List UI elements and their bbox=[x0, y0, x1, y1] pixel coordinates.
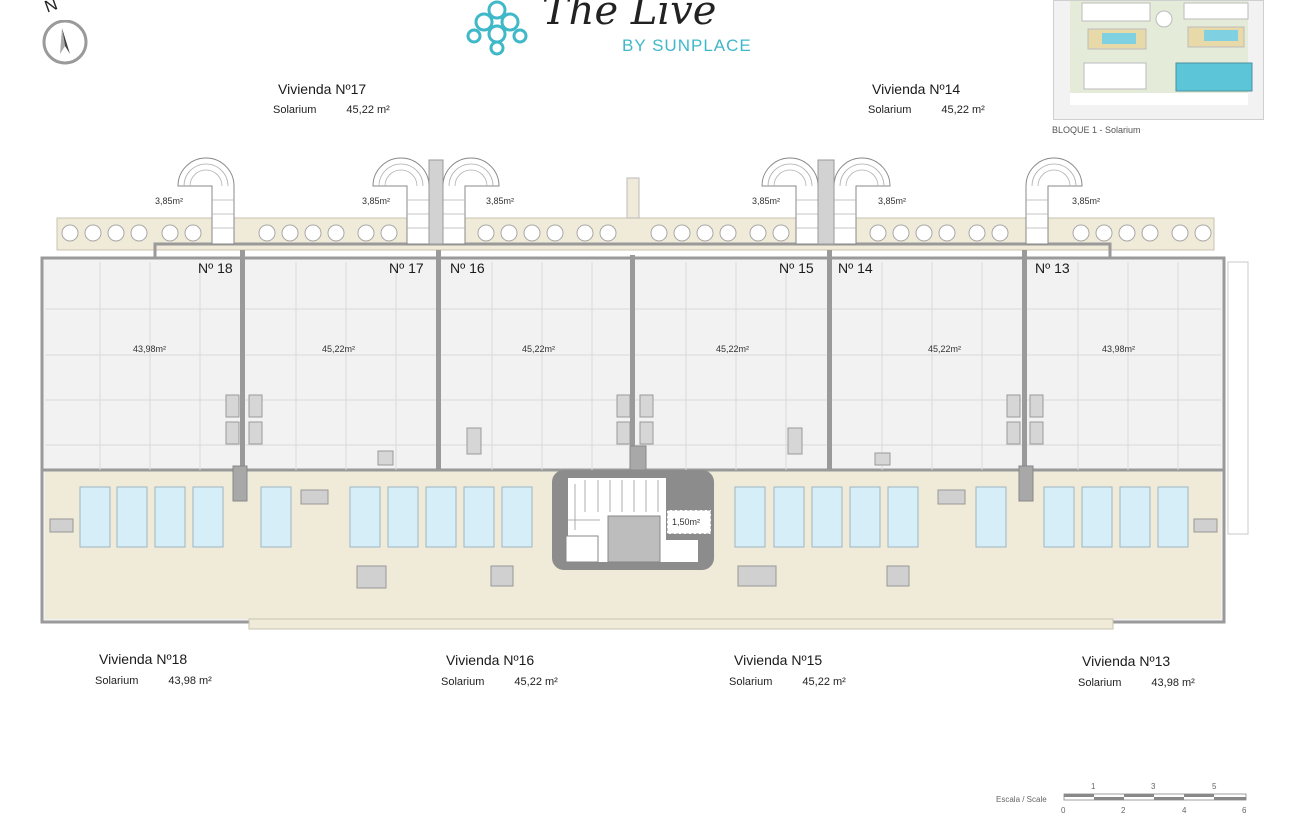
stair-area-14: 3,85m² bbox=[878, 196, 907, 206]
scale-tick-6: 6 bbox=[1242, 806, 1247, 815]
scale-label: Escala / Scale bbox=[996, 795, 1047, 804]
scale-tick-3: 3 bbox=[1151, 782, 1156, 791]
brand-logo-icon bbox=[466, 0, 528, 56]
stair-area-18: 3,85m² bbox=[155, 196, 184, 206]
unit-area-16: 45,22m² bbox=[522, 344, 556, 354]
stair-area-15: 3,85m² bbox=[752, 196, 781, 206]
core-area: 1,50m² bbox=[672, 517, 701, 527]
party-walls bbox=[240, 250, 1027, 470]
scale-tick-1: 1 bbox=[1091, 782, 1096, 791]
key-plan bbox=[1053, 0, 1264, 120]
dwelling-18-title: Vivienda Nº18 bbox=[99, 651, 188, 667]
unit-number-15: Nº 15 bbox=[779, 260, 814, 276]
vent-shaft bbox=[626, 177, 640, 219]
stair-area-17: 3,85m² bbox=[362, 196, 391, 206]
stair-area-13: 3,85m² bbox=[1072, 196, 1101, 206]
unit-number-14: Nº 14 bbox=[838, 260, 873, 276]
scale-tick-2: 2 bbox=[1121, 806, 1126, 815]
unit-number-13: Nº 13 bbox=[1035, 260, 1070, 276]
brand-title: The Live bbox=[542, 0, 717, 34]
unit-area-17: 45,22m² bbox=[322, 344, 356, 354]
unit-number-18: Nº 18 bbox=[198, 260, 233, 276]
unit-area-13: 43,98m² bbox=[1102, 344, 1136, 354]
scale-tick-0: 0 bbox=[1061, 806, 1066, 815]
lower-edge-band bbox=[248, 618, 1114, 630]
compass-icon bbox=[42, 19, 88, 65]
stair-area-16: 3,85m² bbox=[486, 196, 515, 206]
scale-bar bbox=[1063, 793, 1247, 801]
dwelling-17-title: Vivienda Nº17 bbox=[278, 81, 367, 97]
unit-area-14: 45,22m² bbox=[928, 344, 962, 354]
unit-number-17: Nº 17 bbox=[389, 260, 424, 276]
spiral-stairs bbox=[177, 157, 1083, 245]
plunge-pools bbox=[79, 486, 1189, 548]
unit-area-18: 43,98m² bbox=[133, 344, 167, 354]
dwelling-14-title: Vivienda Nº14 bbox=[872, 81, 961, 97]
unit-area-15: 45,22m² bbox=[716, 344, 750, 354]
dwelling-16-title: Vivienda Nº16 bbox=[446, 652, 535, 668]
scale-tick-5: 5 bbox=[1212, 782, 1217, 791]
side-strip bbox=[1227, 261, 1249, 535]
planters bbox=[61, 224, 1212, 242]
key-plan-map bbox=[1070, 1, 1253, 105]
compass bbox=[40, 19, 88, 66]
scale-tick-4: 4 bbox=[1182, 806, 1187, 815]
key-plan-caption: BLOQUE 1 - Solarium bbox=[1052, 125, 1141, 135]
dwelling-15-title: Vivienda Nº15 bbox=[734, 652, 823, 668]
dwelling-13-title: Vivienda Nº13 bbox=[1082, 653, 1171, 669]
brand-subtitle: BY SUNPLACE bbox=[622, 36, 752, 55]
unit-number-16: Nº 16 bbox=[450, 260, 485, 276]
